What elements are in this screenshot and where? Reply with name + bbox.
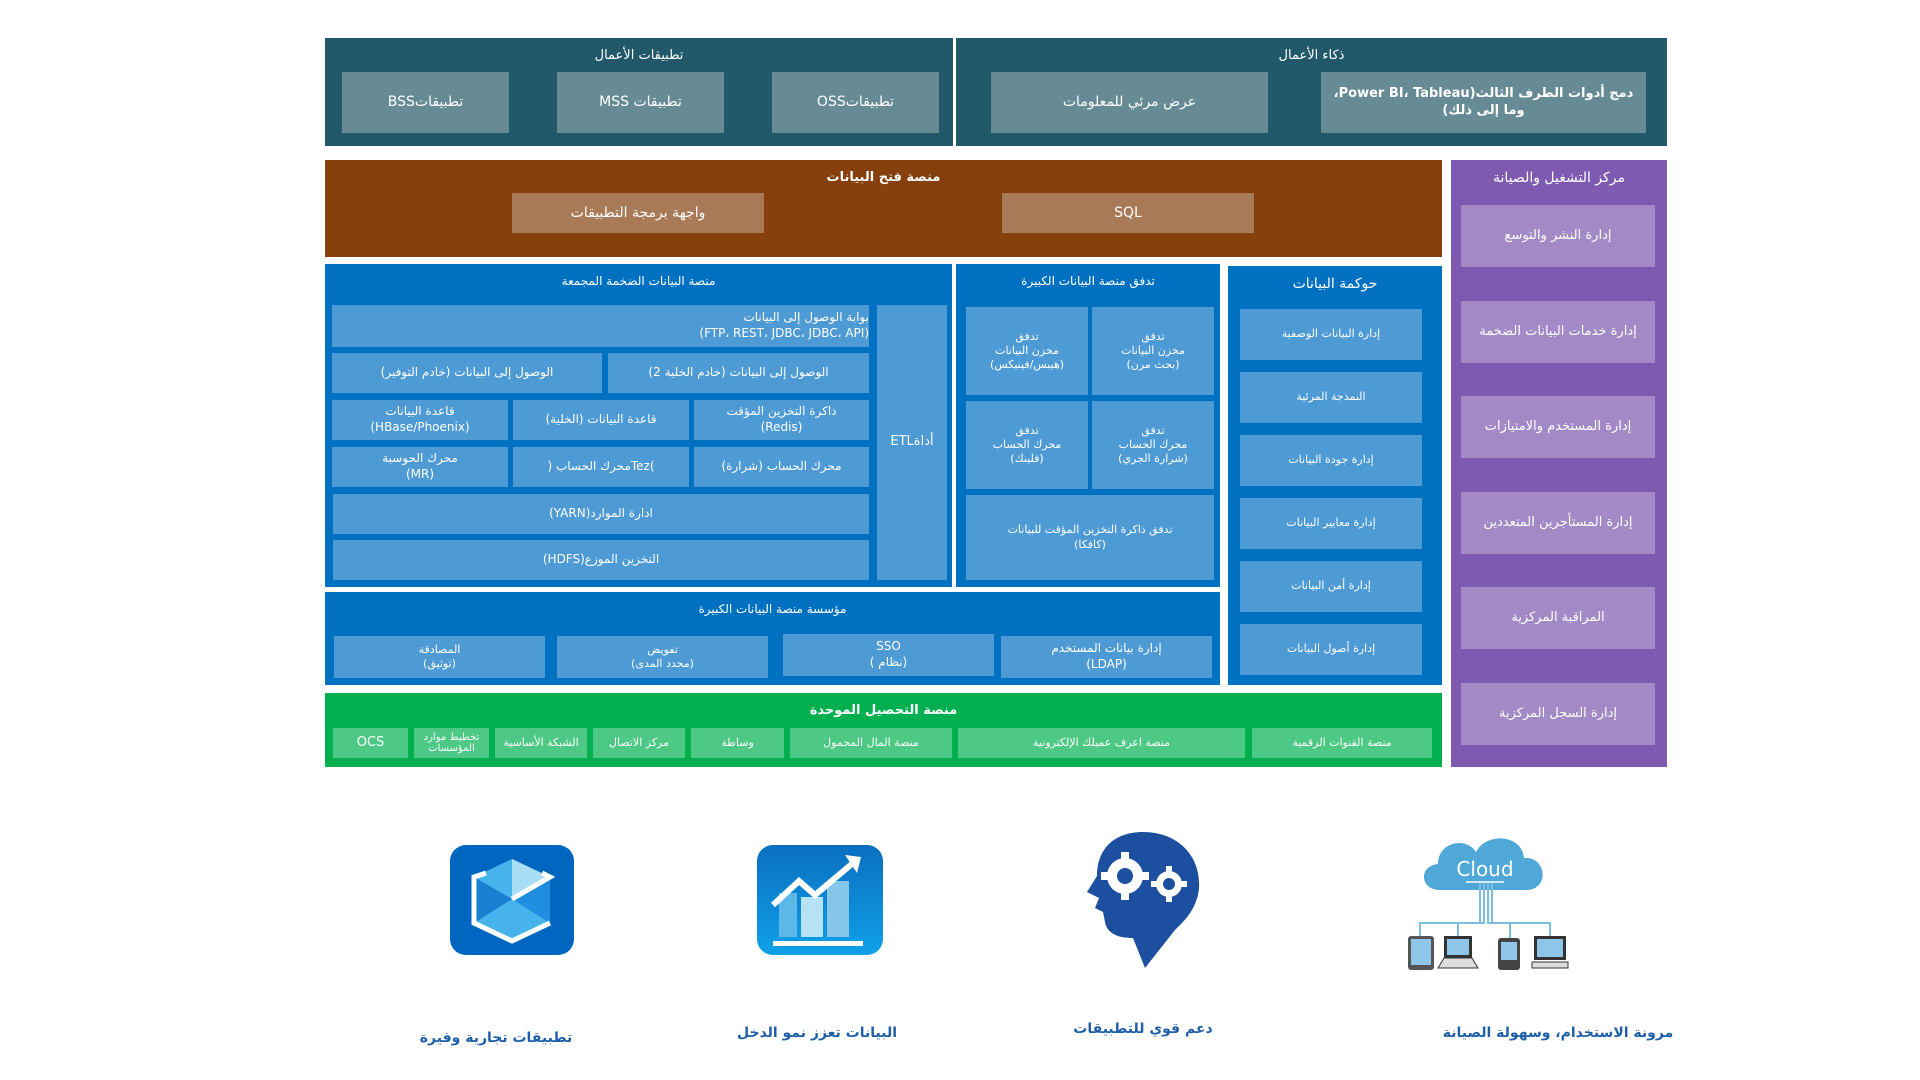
collection-mediation[interactable]: وساطة	[691, 728, 784, 758]
growth-chart-icon	[757, 845, 883, 955]
business-intelligence-title: ذكاء الأعمال	[1278, 48, 1345, 63]
third-party-tools[interactable]: دمج أدوات الطرف الثالث(Power BI، Tableau…	[1321, 72, 1646, 133]
stream-platform-title: تدفق منصة البيانات الكبيرة	[1021, 274, 1155, 288]
info-visualization[interactable]: عرض مرئي للمعلومات	[991, 72, 1268, 133]
benefit-label-business-apps: تطبيقات تجارية وفيرة	[419, 1030, 573, 1046]
business-apps-panel: تطبيقات الأعمال تطبيقاتOSS تطبيقات MSS ت…	[325, 38, 953, 146]
data-access-gateway[interactable]: بوابة الوصول إلى البيانات (FTP، REST، JD…	[332, 305, 869, 347]
om-item-bigdata-services[interactable]: إدارة خدمات البيانات الضخمة	[1461, 301, 1655, 363]
collection-title: منصة التحصيل الموحدة	[809, 703, 958, 718]
access-thrift-server[interactable]: الوصول إلى البيانات (خادم التوفير)	[332, 353, 602, 393]
aggregated-platform-title: منصة البيانات الضخمة المجمعة	[561, 274, 716, 288]
governance-title: حوكمة البيانات	[1292, 276, 1378, 292]
collection-panel: منصة التحصيل الموحدة منصة القنوات الرقمي…	[325, 693, 1442, 767]
benefit-label-app-support: دعم قوي للتطبيقات	[1073, 1021, 1213, 1037]
etl-tool[interactable]: أداةETL	[877, 305, 947, 580]
om-item-logs[interactable]: إدارة السجل المركزية	[1461, 683, 1655, 745]
business-intelligence-panel: ذكاء الأعمال دمج أدوات الطرف الثالث(Powe…	[956, 38, 1667, 146]
collection-erp[interactable]: تخطيط موارد المؤسسات	[414, 728, 489, 758]
om-item-users[interactable]: إدارة المستخدم والامتيازات	[1461, 396, 1655, 458]
governance-standards[interactable]: إدارة معايير البيانات	[1240, 498, 1422, 549]
cloud-network-icon: Cloud	[1408, 838, 1569, 970]
enterprise-title: مؤسسة منصة البيانات الكبيرة	[698, 602, 847, 616]
collection-ocs[interactable]: OCS	[333, 728, 408, 758]
governance-panel: حوكمة البيانات إدارة البيانات الوصفية ال…	[1228, 266, 1442, 685]
aggregated-platform-panel: منصة البيانات الضخمة المجمعة بوابة الوصو…	[325, 264, 952, 587]
oss-apps[interactable]: تطبيقاتOSS	[772, 72, 939, 133]
redis-cache[interactable]: ذاكرة التخزين المؤقت (Redis)	[694, 400, 869, 440]
hdfs-storage[interactable]: التخزين الموزع(HDFS)	[333, 540, 869, 580]
om-center-title: مركز التشغيل والصيانة	[1493, 170, 1625, 186]
head-gears-icon	[1087, 832, 1200, 968]
sql-item[interactable]: SQL	[1002, 193, 1254, 233]
collection-digital-channels[interactable]: منصة القنوات الرقمية	[1252, 728, 1432, 758]
ldap-user-mgmt[interactable]: إدارة بيانات المستخدم (LDAP)	[1001, 636, 1212, 678]
stream-engine-flink[interactable]: تدفق محرك الحساب (فلينك)	[966, 401, 1088, 489]
data-open-platform-panel: منصة فتح البيانات SQL واجهة برمجة التطبي…	[325, 160, 1442, 257]
om-item-monitoring[interactable]: المراقبة المركزية	[1461, 587, 1655, 649]
mr-engine[interactable]: محرك الحوسبة (MR)	[332, 447, 508, 487]
collection-mobile-money[interactable]: منصة المال المحمول	[790, 728, 952, 758]
collection-call-center[interactable]: مركز الاتصال	[593, 728, 685, 758]
svg-text:Cloud: Cloud	[1456, 857, 1513, 881]
om-item-tenants[interactable]: إدارة المستأجرين المتعددين	[1461, 492, 1655, 554]
benefit-label-revenue: البيانات تعزز نمو الدخل	[736, 1025, 898, 1041]
governance-quality[interactable]: إدارة جودة البيانات	[1240, 435, 1422, 486]
governance-visual-modeling[interactable]: النمذجة المرئية	[1240, 372, 1422, 423]
sso-item[interactable]: SSO (نظام )	[783, 634, 994, 676]
governance-security[interactable]: إدارة أمن البيانات	[1240, 561, 1422, 612]
authentication-kerberos[interactable]: المصادقة (توثيق)	[334, 636, 545, 678]
om-item-deploy[interactable]: إدارة النشر والتوسع	[1461, 205, 1655, 267]
benefit-label-flexibility: مرونة الاستخدام، وسهولة الصيانة	[1442, 1025, 1674, 1041]
tez-engine[interactable]: )Tezمحرك الحساب (	[513, 447, 689, 487]
mss-apps[interactable]: تطبيقات MSS	[557, 72, 724, 133]
stream-platform-panel: تدفق منصة البيانات الكبيرة تدفق مخزن الب…	[956, 264, 1220, 587]
api-item[interactable]: واجهة برمجة التطبيقات	[512, 193, 764, 233]
collection-core-network[interactable]: الشبكة الأساسية	[495, 728, 587, 758]
spark-engine[interactable]: محرك الحساب (شرارة)	[694, 447, 869, 487]
collection-ekyc[interactable]: منصة اعرف عميلك الإلكترونية	[958, 728, 1245, 758]
cube-app-icon	[450, 845, 574, 955]
governance-assets[interactable]: إدارة أصول البيانات	[1240, 624, 1422, 675]
access-hive-server2[interactable]: الوصول إلى البيانات (خادم الخلية 2)	[608, 353, 869, 393]
enterprise-panel: مؤسسة منصة البيانات الكبيرة إدارة بيانات…	[325, 592, 1220, 685]
stream-store-hbase[interactable]: تدفق مخزن البيانات (هيبس/فينيكس)	[966, 307, 1088, 395]
governance-metadata[interactable]: إدارة البيانات الوصفية	[1240, 309, 1422, 360]
stream-cache-kafka[interactable]: تدفق ذاكرة التخزين المؤقت للبيانات (كافك…	[966, 495, 1214, 580]
stream-store-elasticsearch[interactable]: تدفق مخزن البيانات (بحث مرن)	[1092, 307, 1214, 395]
authorization-ranger[interactable]: تفويض (محدد المدى)	[557, 636, 768, 678]
bss-apps[interactable]: تطبيقاتBSS	[342, 72, 509, 133]
om-center-panel: مركز التشغيل والصيانة إدارة النشر والتوس…	[1451, 160, 1667, 767]
stream-engine-spark[interactable]: تدفق محرك الحساب (شرارة الجري)	[1092, 401, 1214, 489]
hive-database[interactable]: قاعدة البيانات (الخلية)	[513, 400, 689, 440]
hbase-database[interactable]: قاعدة البيانات (HBase/Phoenix)	[332, 400, 508, 440]
data-open-platform-title: منصة فتح البيانات	[826, 170, 941, 185]
business-apps-title: تطبيقات الأعمال	[594, 48, 684, 63]
yarn-resource-mgmt[interactable]: ادارة الموارد(YARN)	[333, 494, 869, 534]
